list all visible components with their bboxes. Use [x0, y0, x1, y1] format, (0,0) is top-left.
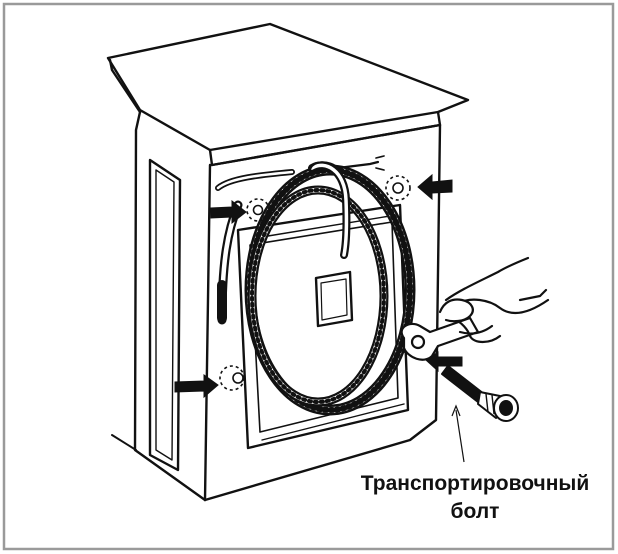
- transport-bolt: [441, 365, 519, 422]
- label-line-1: Транспортировочный: [360, 472, 590, 495]
- machine-back: [203, 123, 442, 502]
- drain-hose: [215, 155, 416, 416]
- bolt-hole-bottom-left: [219, 365, 245, 391]
- machine-top-edge: [108, 58, 142, 114]
- arrows: [174, 173, 463, 399]
- hand-with-wrench: [400, 256, 550, 361]
- arrow-bottom-left: [174, 374, 219, 399]
- panel-window: [314, 270, 354, 328]
- label-pointer: [455, 409, 465, 463]
- hand: [444, 256, 550, 344]
- transport-bolt-label: Транспортировочный болт: [340, 470, 610, 526]
- bolt-hole-top-right: [385, 175, 411, 201]
- arrow-top-left: [210, 199, 247, 225]
- arrow-bottom-right: [425, 351, 463, 373]
- machine-side: [133, 110, 207, 502]
- label-line-2: болт: [450, 500, 500, 523]
- arrow-top-right: [417, 173, 453, 201]
- machine-top: [106, 22, 470, 152]
- bolt-hole-top-left: [246, 198, 270, 222]
- side-vent: [148, 158, 182, 472]
- washing-machine: [106, 22, 470, 502]
